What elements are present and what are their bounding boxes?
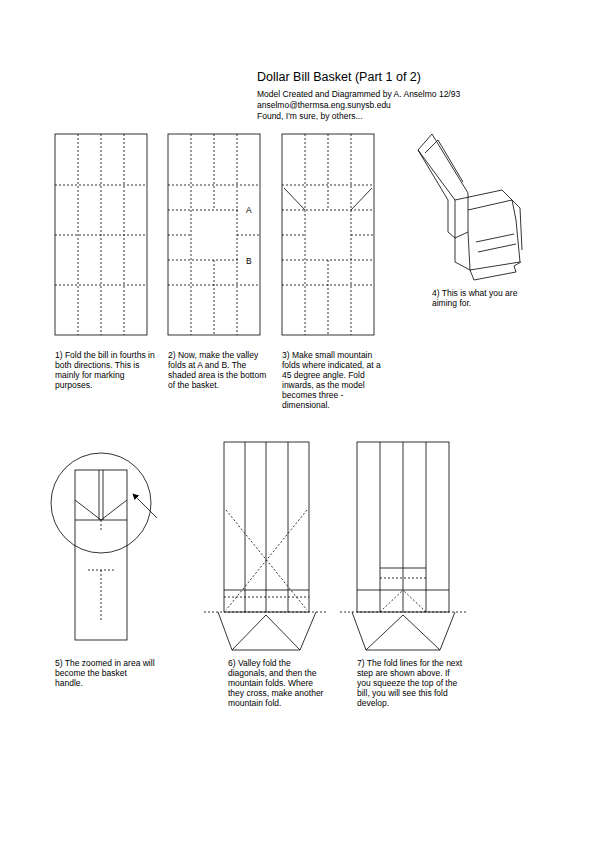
step-text: 6) Valley fold the diagonals, and then t… [228, 658, 328, 708]
subtitle: anselmo@thermsa.eng.sunysb.edu [257, 100, 391, 110]
title: Dollar Bill Basket (Part 1 of 2) [257, 70, 421, 85]
step-text: 1) Fold the bill in fourths in both dire… [55, 350, 155, 390]
subtitle: Model Created and Diagrammed by A. Ansel… [257, 89, 460, 99]
step-text: 4) This is what you are aiming for. [432, 288, 537, 308]
step-text: 3) Make small mountain folds where indic… [282, 350, 382, 410]
step-text: 5) The zoomed in area will become the ba… [55, 658, 155, 688]
fold-letter: B [246, 256, 252, 266]
step-text: 7) The fold lines for the next step are … [357, 658, 465, 708]
subtitle: Found, I'm sure, by others... [257, 111, 363, 121]
fold-letter: A [246, 205, 252, 215]
step-text: 2) Now, make the valley folds at A and B… [168, 350, 268, 390]
